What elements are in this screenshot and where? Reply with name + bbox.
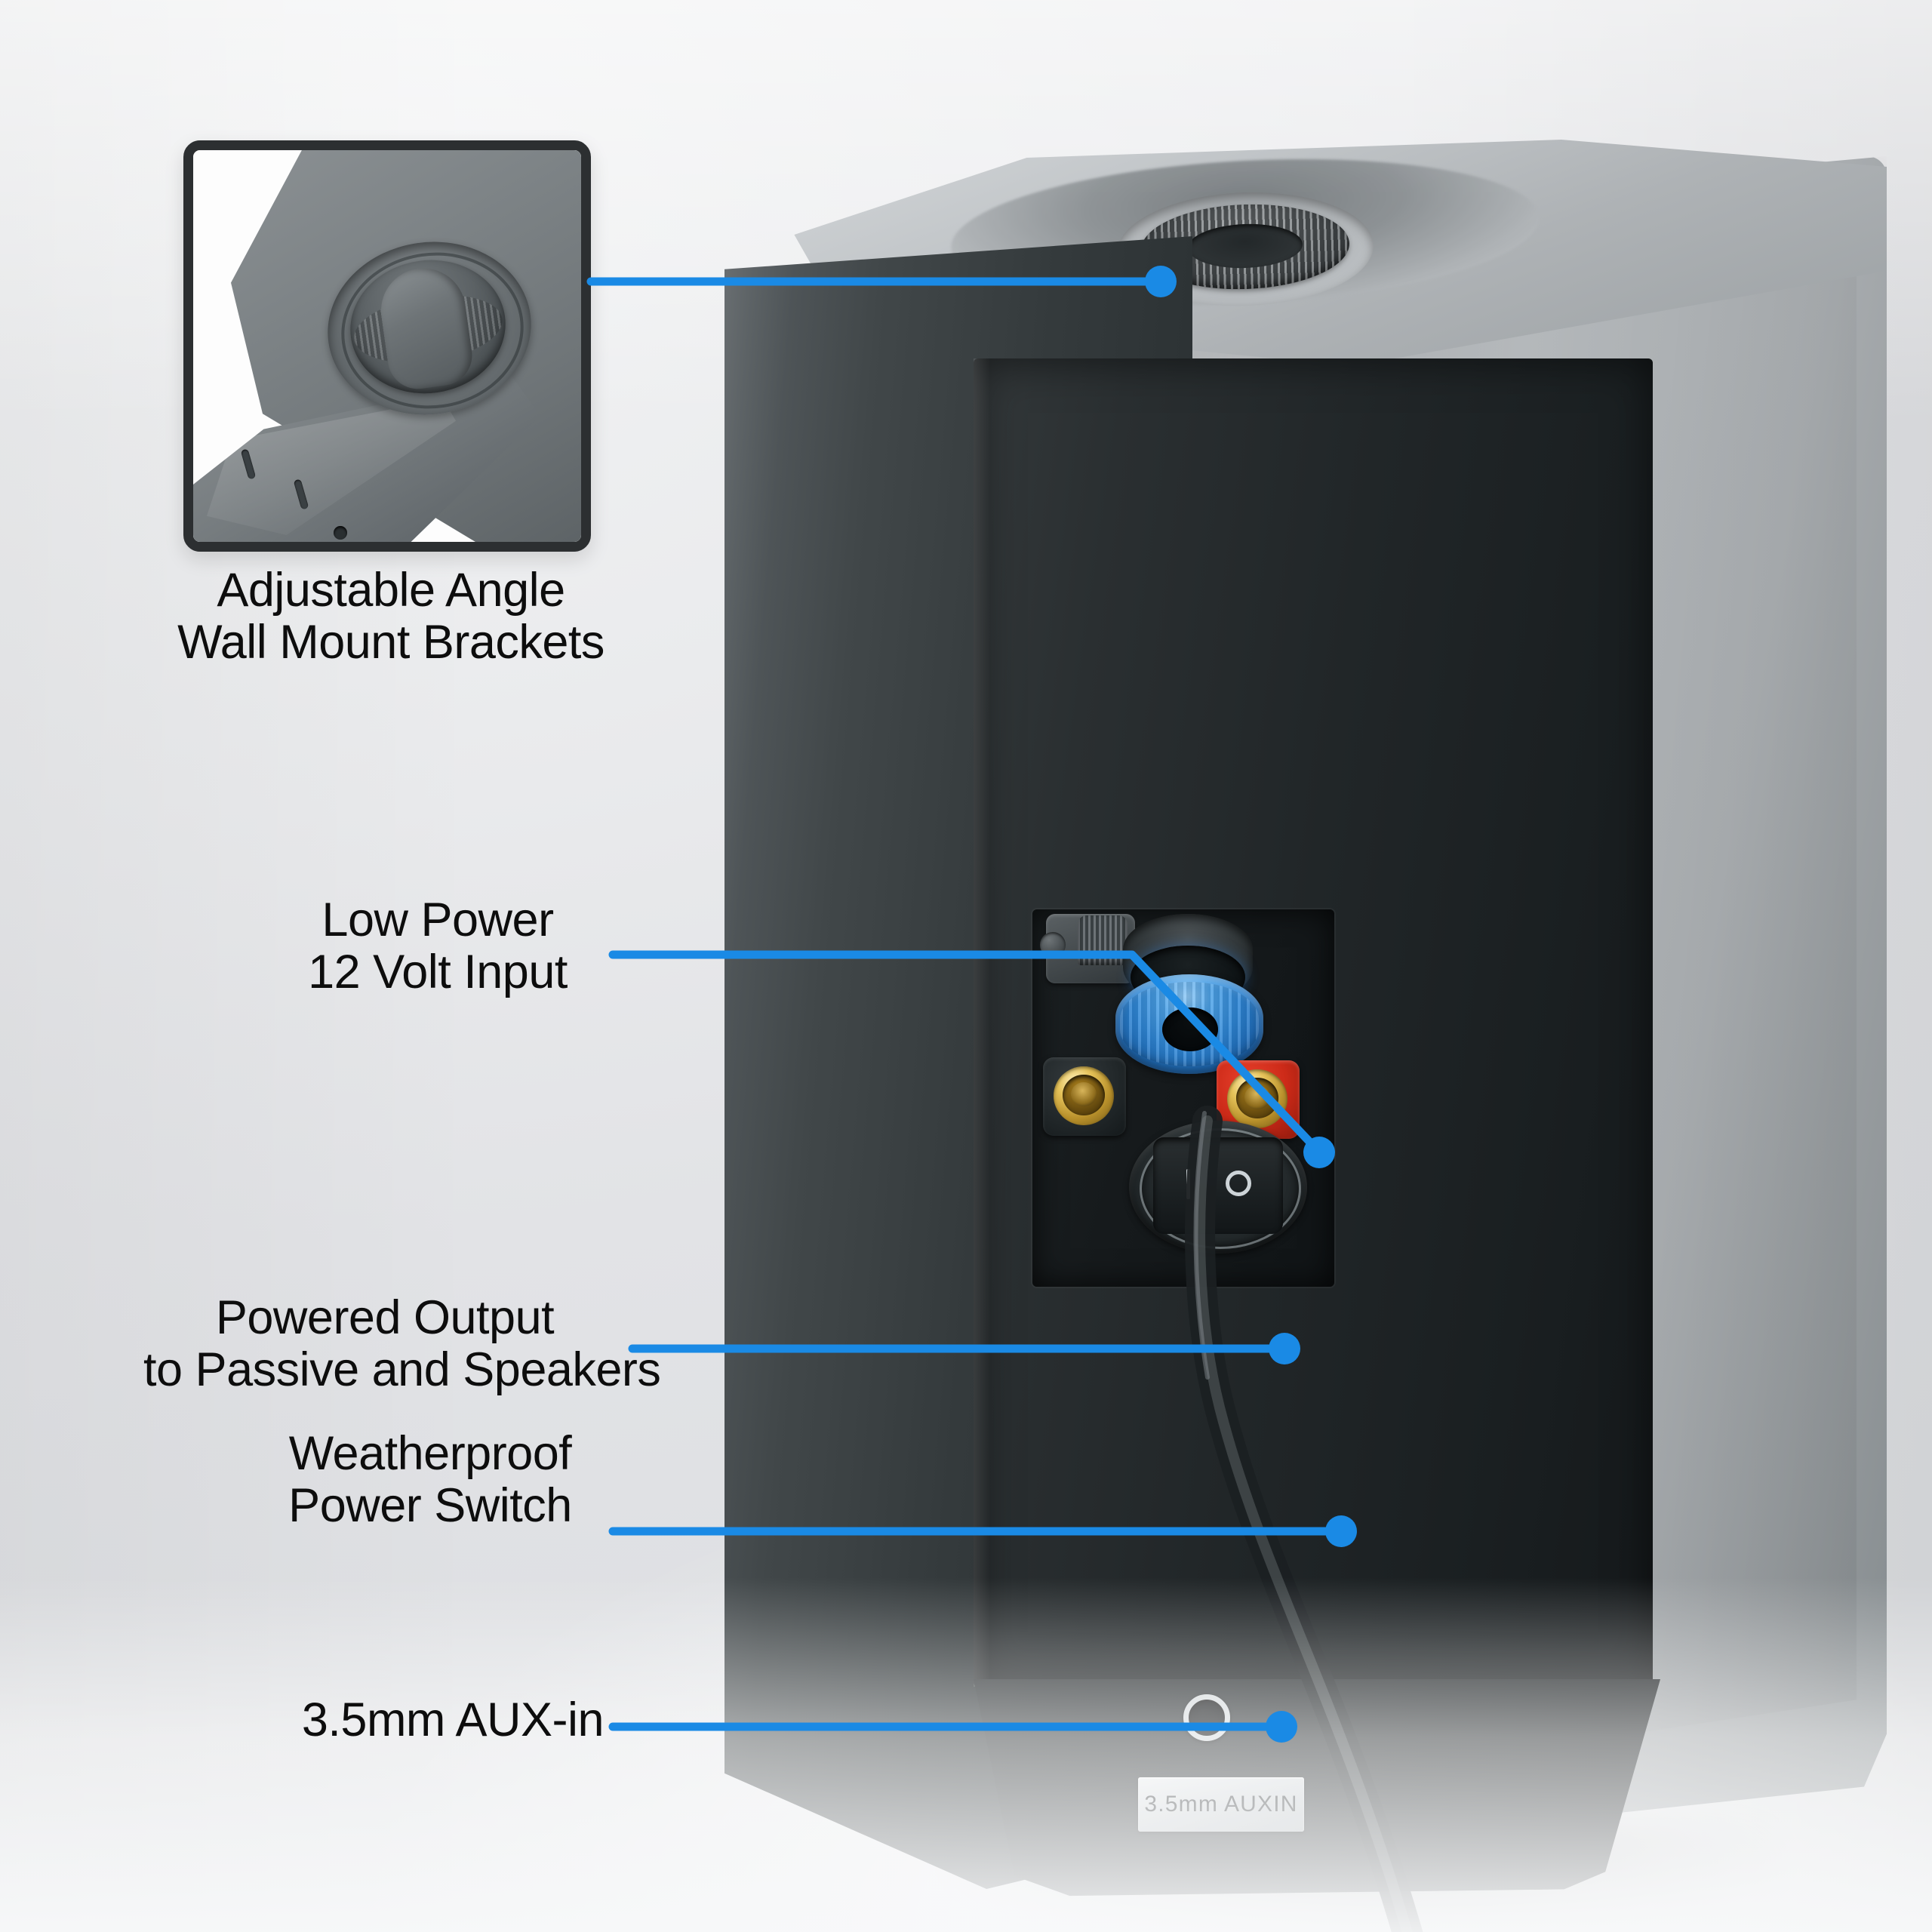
callout-label-aux-in: 3.5mm AUX-in: [249, 1694, 605, 1746]
callout-label-bracket-line2: Wall Mount Brackets: [177, 616, 605, 669]
inset-knob-wing: [375, 263, 476, 393]
callout-label-aux-in-line1: 3.5mm AUX-in: [301, 1694, 605, 1746]
speaker-tapered-base: [974, 1679, 1660, 1897]
callout-label-power-switch-line2: Power Switch: [288, 1479, 572, 1533]
speaker-product-photo: 3.5mm AUXIN: [724, 140, 1902, 1932]
binding-post-core: [1244, 1085, 1270, 1109]
cable-gland-knurl: [1078, 915, 1128, 965]
speaker-panel-highlight: [974, 358, 990, 1687]
callout-label-bracket-line1: Adjustable Angle: [217, 564, 565, 617]
connector-plate: [1032, 909, 1334, 1287]
power-on-mark-icon: [1186, 1169, 1190, 1199]
power-off-mark-icon: [1226, 1171, 1251, 1196]
binding-post-negative[interactable]: [1043, 1057, 1126, 1136]
power-switch-rocker[interactable]: [1153, 1137, 1283, 1234]
inset-screw-hole: [334, 526, 347, 540]
aux-in-nameplate: 3.5mm AUXIN: [1138, 1777, 1304, 1832]
aux-in-nameplate-text: 3.5mm AUXIN: [1144, 1792, 1298, 1817]
callout-label-bracket: Adjustable Angle Wall Mount Brackets: [165, 564, 617, 669]
callout-label-speaker-output-line2: to Passive and Speakers: [143, 1343, 661, 1397]
callout-label-power-switch-line1: Weatherproof: [288, 1427, 572, 1480]
dc-connector-cable-hole: [1162, 1008, 1218, 1051]
wall-mount-bracket-inset: [183, 140, 591, 552]
callout-label-speaker-output-line1: Powered Output: [215, 1291, 555, 1344]
plate-screw-icon: [1040, 932, 1066, 958]
callout-label-power-input-line2: 12 Volt Input: [308, 946, 568, 999]
binding-post-core: [1071, 1082, 1097, 1106]
callout-label-speaker-output: Powered Output to Passive and Speakers: [143, 1291, 661, 1397]
callout-label-power-switch: Weatherproof Power Switch: [257, 1427, 604, 1533]
callout-label-power-input-line1: Low Power: [321, 894, 554, 946]
aux-in-jack[interactable]: [1183, 1694, 1230, 1741]
callout-label-power-input: Low Power 12 Volt Input: [287, 894, 589, 999]
